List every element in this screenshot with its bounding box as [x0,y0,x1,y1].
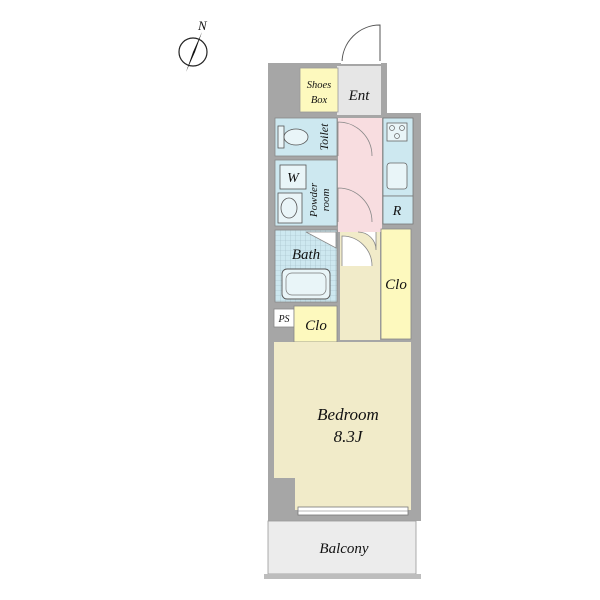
washbasin-icon [280,197,298,219]
stove-icon [386,122,408,142]
shoes-box-label-line1: Shoes [307,80,332,91]
north-arrow-icon [186,32,202,72]
pipe-space-label: PS [277,314,289,325]
balcony-label: Balcony [319,541,368,557]
closet-right [380,228,412,340]
sink-icon [386,162,408,190]
powder-room-door [337,187,373,223]
toilet-door [337,121,373,157]
kitchen-floor [338,118,382,232]
entrance-door [341,24,381,64]
closet-left [293,305,338,343]
compass-circle [178,37,208,67]
bedroom-label: Bedroom [317,405,379,424]
refrigerator-label: R [392,204,402,219]
shoes-box [299,67,339,113]
balcony-window [297,506,409,516]
washer-space [279,164,307,190]
vanity [277,192,303,224]
balcony-rail [264,574,421,579]
refrigerator-space [382,195,414,225]
powder-room-label-line1: Powder [308,182,320,218]
corridor-door [357,231,377,251]
column [268,478,295,521]
toilet-bowl-icon [283,128,309,146]
bath-label: Bath [292,247,320,263]
washer-label: W [287,171,300,186]
powder-room-label-line2: room [320,189,332,212]
closet-left-label: Clo [305,318,327,334]
compass: N [178,18,208,72]
entrance-label: Ent [348,88,371,104]
balcony-floor [267,520,417,575]
bath-door [305,231,337,249]
shoes-box-label-line2: Box [311,95,328,106]
entrance-floor [337,66,381,115]
north-label: N [197,18,208,33]
bedroom-floor [274,342,411,510]
toilet-tank-icon [277,125,285,149]
bedroom-door [341,235,373,267]
closet-right-label: Clo [385,277,407,293]
toilet-label: Toilet [317,123,331,151]
bedroom-size-label: 8.3J [334,427,364,446]
bathtub-icon [281,268,331,300]
